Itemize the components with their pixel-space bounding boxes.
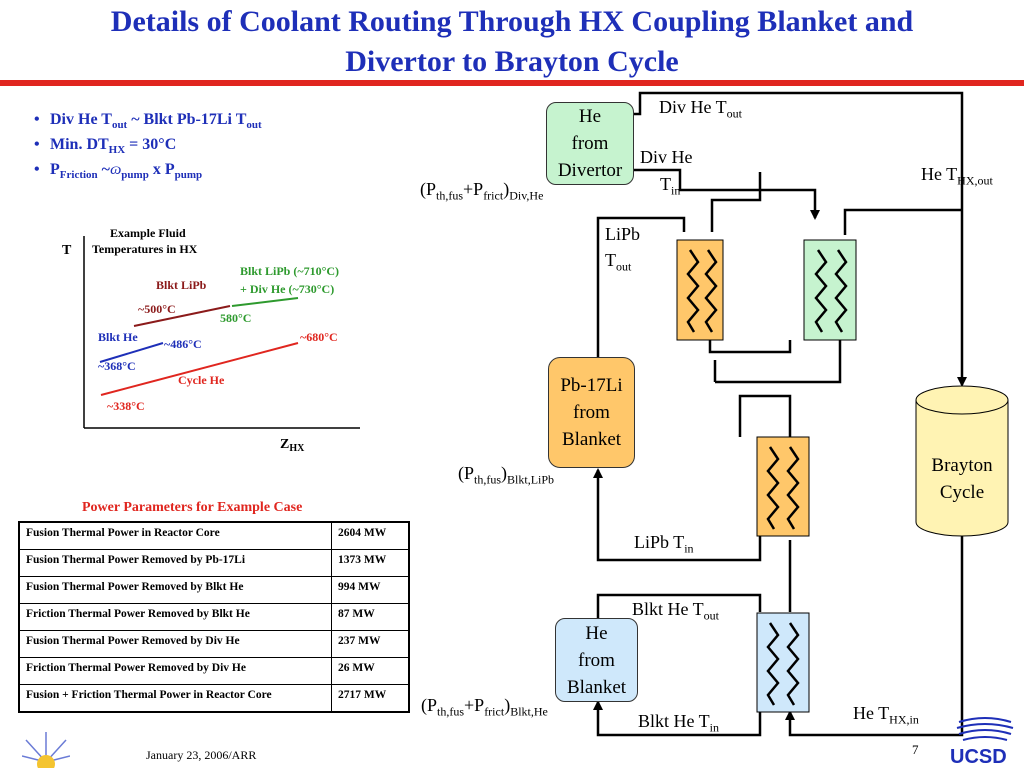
label-blkt-lipb: Blkt LiPb [156,278,207,292]
title-line-2: Divertor to Brayton Cycle [345,45,679,78]
table-row: Friction Thermal Power Removed by Blkt H… [18,603,410,631]
lipb-tout-line [596,216,686,358]
hx-coils [686,249,848,706]
label-blkt-lipb-710: Blkt LiPb (~710°C) [240,264,339,278]
label-blkt-he-tout: Blkt He Tout [632,599,720,623]
he-hx-in-line [785,535,964,737]
blkt-he-hx [756,612,810,713]
sketch-title-line-1: Example Fluid [110,226,186,240]
label-500c: ~500°C [138,302,176,316]
bullet-item: •Div He Tout ~ Blkt Pb-17Li Tout [34,111,262,132]
label-580c: 580°C [220,311,251,325]
label-cycle-he: Cycle He [178,373,225,387]
page-number: 7 [912,742,919,757]
bullet-item: •Min. DTHX = 30°C [34,136,177,157]
brayton-cylinder-body [915,400,1009,537]
slide-title: Details of Coolant Routing Through HX Co… [0,2,1024,82]
sun-logo-icon [22,732,70,768]
mid-loop-line-c [738,394,792,437]
label-div-he-tin-2: Tin [660,174,681,198]
bullet-list: •Div He Tout ~ Blkt Pb-17Li Tout •Min. D… [34,110,262,186]
lipb-upper-line [710,172,762,232]
lipb-hx-lower [756,436,810,537]
table-row: Fusion + Friction Thermal Power in React… [18,684,410,713]
brayton-cylinder-top [915,385,1009,415]
label-p-div-he: (Pth,fus+Pfrict)Div,He [420,179,544,203]
label-486c: ~486°C [164,337,202,351]
div-he-line [231,297,299,307]
label-blkt-he: Blkt He [98,330,138,344]
sketch-title-line-2: Temperatures in HX [92,242,198,256]
t-axis-label: T [62,243,72,258]
blkt-he-line [99,342,164,363]
lipb-hx-upper [676,239,724,341]
label-p-blkt-he: (Pth,fus+Pfrict)Blkt,He [421,695,548,719]
power-table-title: Power Parameters for Example Case [82,500,303,515]
div-he-hx [803,239,857,341]
label-div-he-730: + Div He (~730°C) [240,282,334,296]
z-axis-label: ZHX [280,437,305,454]
footer-date: January 23, 2006/ARR [146,748,257,762]
ucsd-wave-icon [956,717,1014,741]
label-lipb-tout-1: LiPb [605,224,641,244]
lipb-tin-line [593,468,762,562]
label-680c: ~680°C [300,330,338,344]
label-338c: ~338°C [107,399,145,413]
label-he-thx-out: He THX,out [921,164,993,188]
label-368c: ~368°C [98,359,136,373]
table-row: Friction Thermal Power Removed by Div He… [18,657,410,685]
blkt-lipb-line [133,305,231,327]
div-he-tout-line [633,91,967,387]
ucsd-logo: UCSD [950,746,1007,768]
mid-loop-line-a [715,340,842,384]
he-hx-out-line [843,208,962,235]
label-div-he-tin-1: Div He [640,147,693,167]
label-lipb-tout-2: Tout [605,250,632,274]
div-he-tin-line [633,168,820,220]
hx-link-line [708,340,792,354]
label-lipb-tin: LiPb Tin [634,532,694,556]
bullet-item: •PFriction ~ɷpump x Ppump [34,161,203,182]
blkt-he-tin-line [593,700,762,737]
label-p-blkt-lipb: (Pth,fus)Blkt,LiPb [458,463,555,487]
label-div-he-tout: Div He Tout [659,97,743,121]
cycle-he-line [100,342,299,396]
title-divider [0,80,1024,86]
title-line-1: Details of Coolant Routing Through HX Co… [110,5,914,38]
label-blkt-he-tin: Blkt He Tin [638,711,720,735]
label-he-thx-in: He THX,in [853,703,919,727]
